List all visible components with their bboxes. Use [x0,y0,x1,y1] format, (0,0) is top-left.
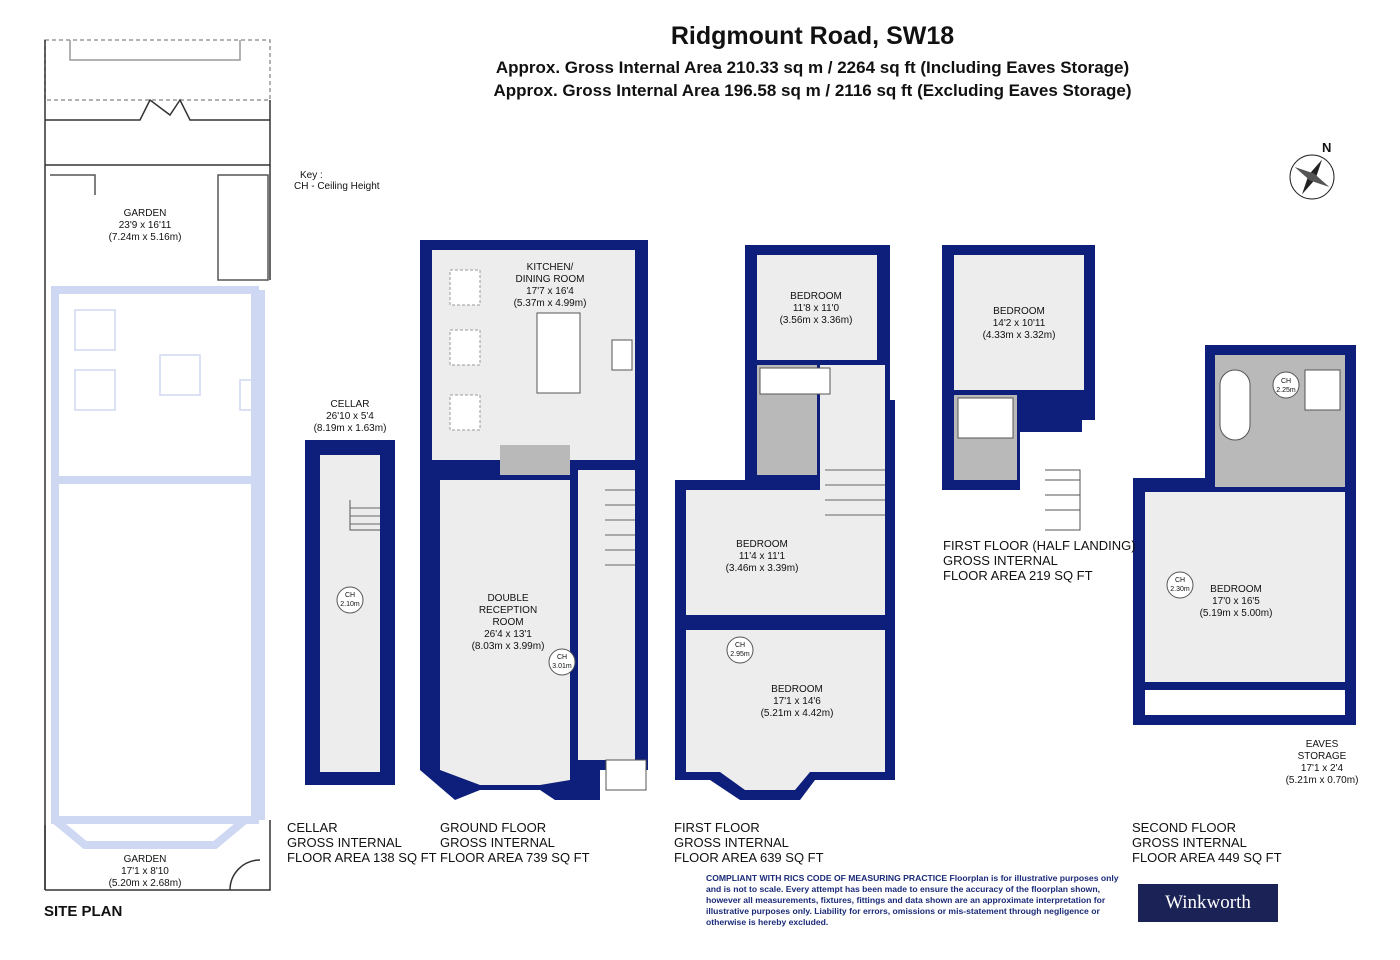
ground-floor-caption: GROUND FLOOR GROSS INTERNAL FLOOR AREA 7… [440,820,590,865]
cellar-caption: CELLAR GROSS INTERNAL FLOOR AREA 138 SQ … [287,820,437,865]
hl-bedroom-metric: (4.33m x 3.32m) [983,330,1056,341]
eaves-size: 17'1 x 2'4 [1301,763,1344,774]
sf-ch-label: CH [1175,577,1185,584]
ff-bedroom-rear-size: 11'8 x 11'0 [793,303,840,314]
hl-caption-line-2: GROSS INTERNAL [943,553,1058,568]
sf-bath-ch-label: CH [1281,378,1291,385]
kitchen-name-1: KITCHEN/ [527,262,574,273]
ff-bedroom-front-metric: (5.21m x 4.42m) [761,708,834,719]
cellar-room-name: CELLAR [331,399,370,410]
reception-ch-value: 3.01m [552,663,572,670]
ff-bedroom-rear-metric: (3.56m x 3.36m) [780,315,853,326]
cellar-ch-value: 2.10m [340,601,360,608]
key-title: Key : [300,170,323,181]
ff-bedroom-mid-size: 11'4 x 11'1 [739,551,786,562]
half-landing-plan [942,245,1095,531]
eaves-name-1: EAVES [1306,739,1339,750]
kitchen-metric: (5.37m x 4.99m) [514,298,587,309]
sf-caption-line-3: FLOOR AREA 449 SQ FT [1132,850,1282,865]
reception-name-3: ROOM [492,617,523,628]
first-floor-plan [675,245,895,800]
ff-bedroom-mid-metric: (3.46m x 3.39m) [726,563,799,574]
eaves-name-2: STORAGE [1298,751,1347,762]
cellar-room-metric: (8.19m x 1.63m) [314,423,387,434]
ff-bedroom-front-name: BEDROOM [771,684,823,695]
eaves-metric: (5.21m x 0.70m) [1286,775,1359,786]
sf-bath-ch-value: 2.25m [1276,387,1296,394]
site-garden-front-metric: (5.20m x 2.68m) [109,878,182,889]
key-item: CH - Ceiling Height [294,181,380,192]
area-excluding-eaves: Approx. Gross Internal Area 196.58 sq m … [493,81,1132,100]
ff-bedroom-rear-name: BEDROOM [790,291,842,302]
cellar-plan [305,440,395,785]
sf-bedroom-metric: (5.19m x 5.00m) [1200,608,1273,619]
sf-caption-line-2: GROSS INTERNAL [1132,835,1247,850]
disclaimer-text: COMPLIANT WITH RICS CODE OF MEASURING PR… [706,873,1119,927]
gf-caption-line-3: FLOOR AREA 739 SQ FT [440,850,590,865]
compass-north-label: N [1322,140,1331,155]
ground-floor-plan [420,240,648,800]
site-plan-title: SITE PLAN [44,903,123,920]
site-garden-front-size: 17'1 x 8'10 [121,866,169,877]
sf-bedroom-size: 17'0 x 16'5 [1212,596,1260,607]
hl-caption-line-1: FIRST FLOOR (HALF LANDING) [943,538,1136,553]
reception-metric: (8.03m x 3.99m) [472,641,545,652]
second-floor-plan [1133,345,1356,725]
gf-caption-line-1: GROUND FLOOR [440,820,547,835]
hl-caption-line-3: FLOOR AREA 219 SQ FT [943,568,1093,583]
hl-bedroom-name: BEDROOM [993,306,1045,317]
ff-caption-line-2: GROSS INTERNAL [674,835,789,850]
first-floor-caption: FIRST FLOOR GROSS INTERNAL FLOOR AREA 63… [674,820,824,865]
ff-caption-line-3: FLOOR AREA 639 SQ FT [674,850,824,865]
gf-caption-line-2: GROSS INTERNAL [440,835,555,850]
ff-bedroom-mid-name: BEDROOM [736,539,788,550]
ff-caption-line-1: FIRST FLOOR [674,820,760,835]
kitchen-name-2: DINING ROOM [516,274,585,285]
ff-ch-value: 2.95m [730,651,750,658]
site-plan [44,39,271,891]
reception-ch-label: CH [557,654,567,661]
kitchen-size: 17'7 x 16'4 [526,286,574,297]
brand-logo: Winkworth [1138,884,1278,922]
site-garden-rear-name: GARDEN [124,208,167,219]
reception-name-1: DOUBLE [487,593,528,604]
sf-ch-value: 2.30m [1170,586,1190,593]
reception-name-2: RECEPTION [479,605,537,616]
sf-caption-line-1: SECOND FLOOR [1132,820,1237,835]
compass-icon [1289,154,1335,200]
cellar-ch-label: CH [345,592,355,599]
cellar-room-size: 26'10 x 5'4 [326,411,374,422]
site-garden-rear-size: 23'9 x 16'11 [119,220,172,231]
ff-ch-label: CH [735,642,745,649]
cellar-caption-line-1: CELLAR [287,820,338,835]
ff-bedroom-front-size: 17'1 x 14'6 [773,696,821,707]
hl-bedroom-size: 14'2 x 10'11 [993,318,1046,329]
cellar-caption-line-3: FLOOR AREA 138 SQ FT [287,850,437,865]
sf-bedroom-name: BEDROOM [1210,584,1262,595]
reception-size: 26'4 x 13'1 [484,629,532,640]
area-including-eaves: Approx. Gross Internal Area 210.33 sq m … [495,58,1130,77]
site-garden-front-name: GARDEN [124,854,167,865]
site-garden-rear-metric: (7.24m x 5.16m) [109,232,182,243]
cellar-caption-line-2: GROSS INTERNAL [287,835,402,850]
half-landing-caption: FIRST FLOOR (HALF LANDING) GROSS INTERNA… [943,538,1136,583]
second-floor-caption: SECOND FLOOR GROSS INTERNAL FLOOR AREA 4… [1132,820,1282,865]
plan-title: Ridgmount Road, SW18 [670,22,955,50]
